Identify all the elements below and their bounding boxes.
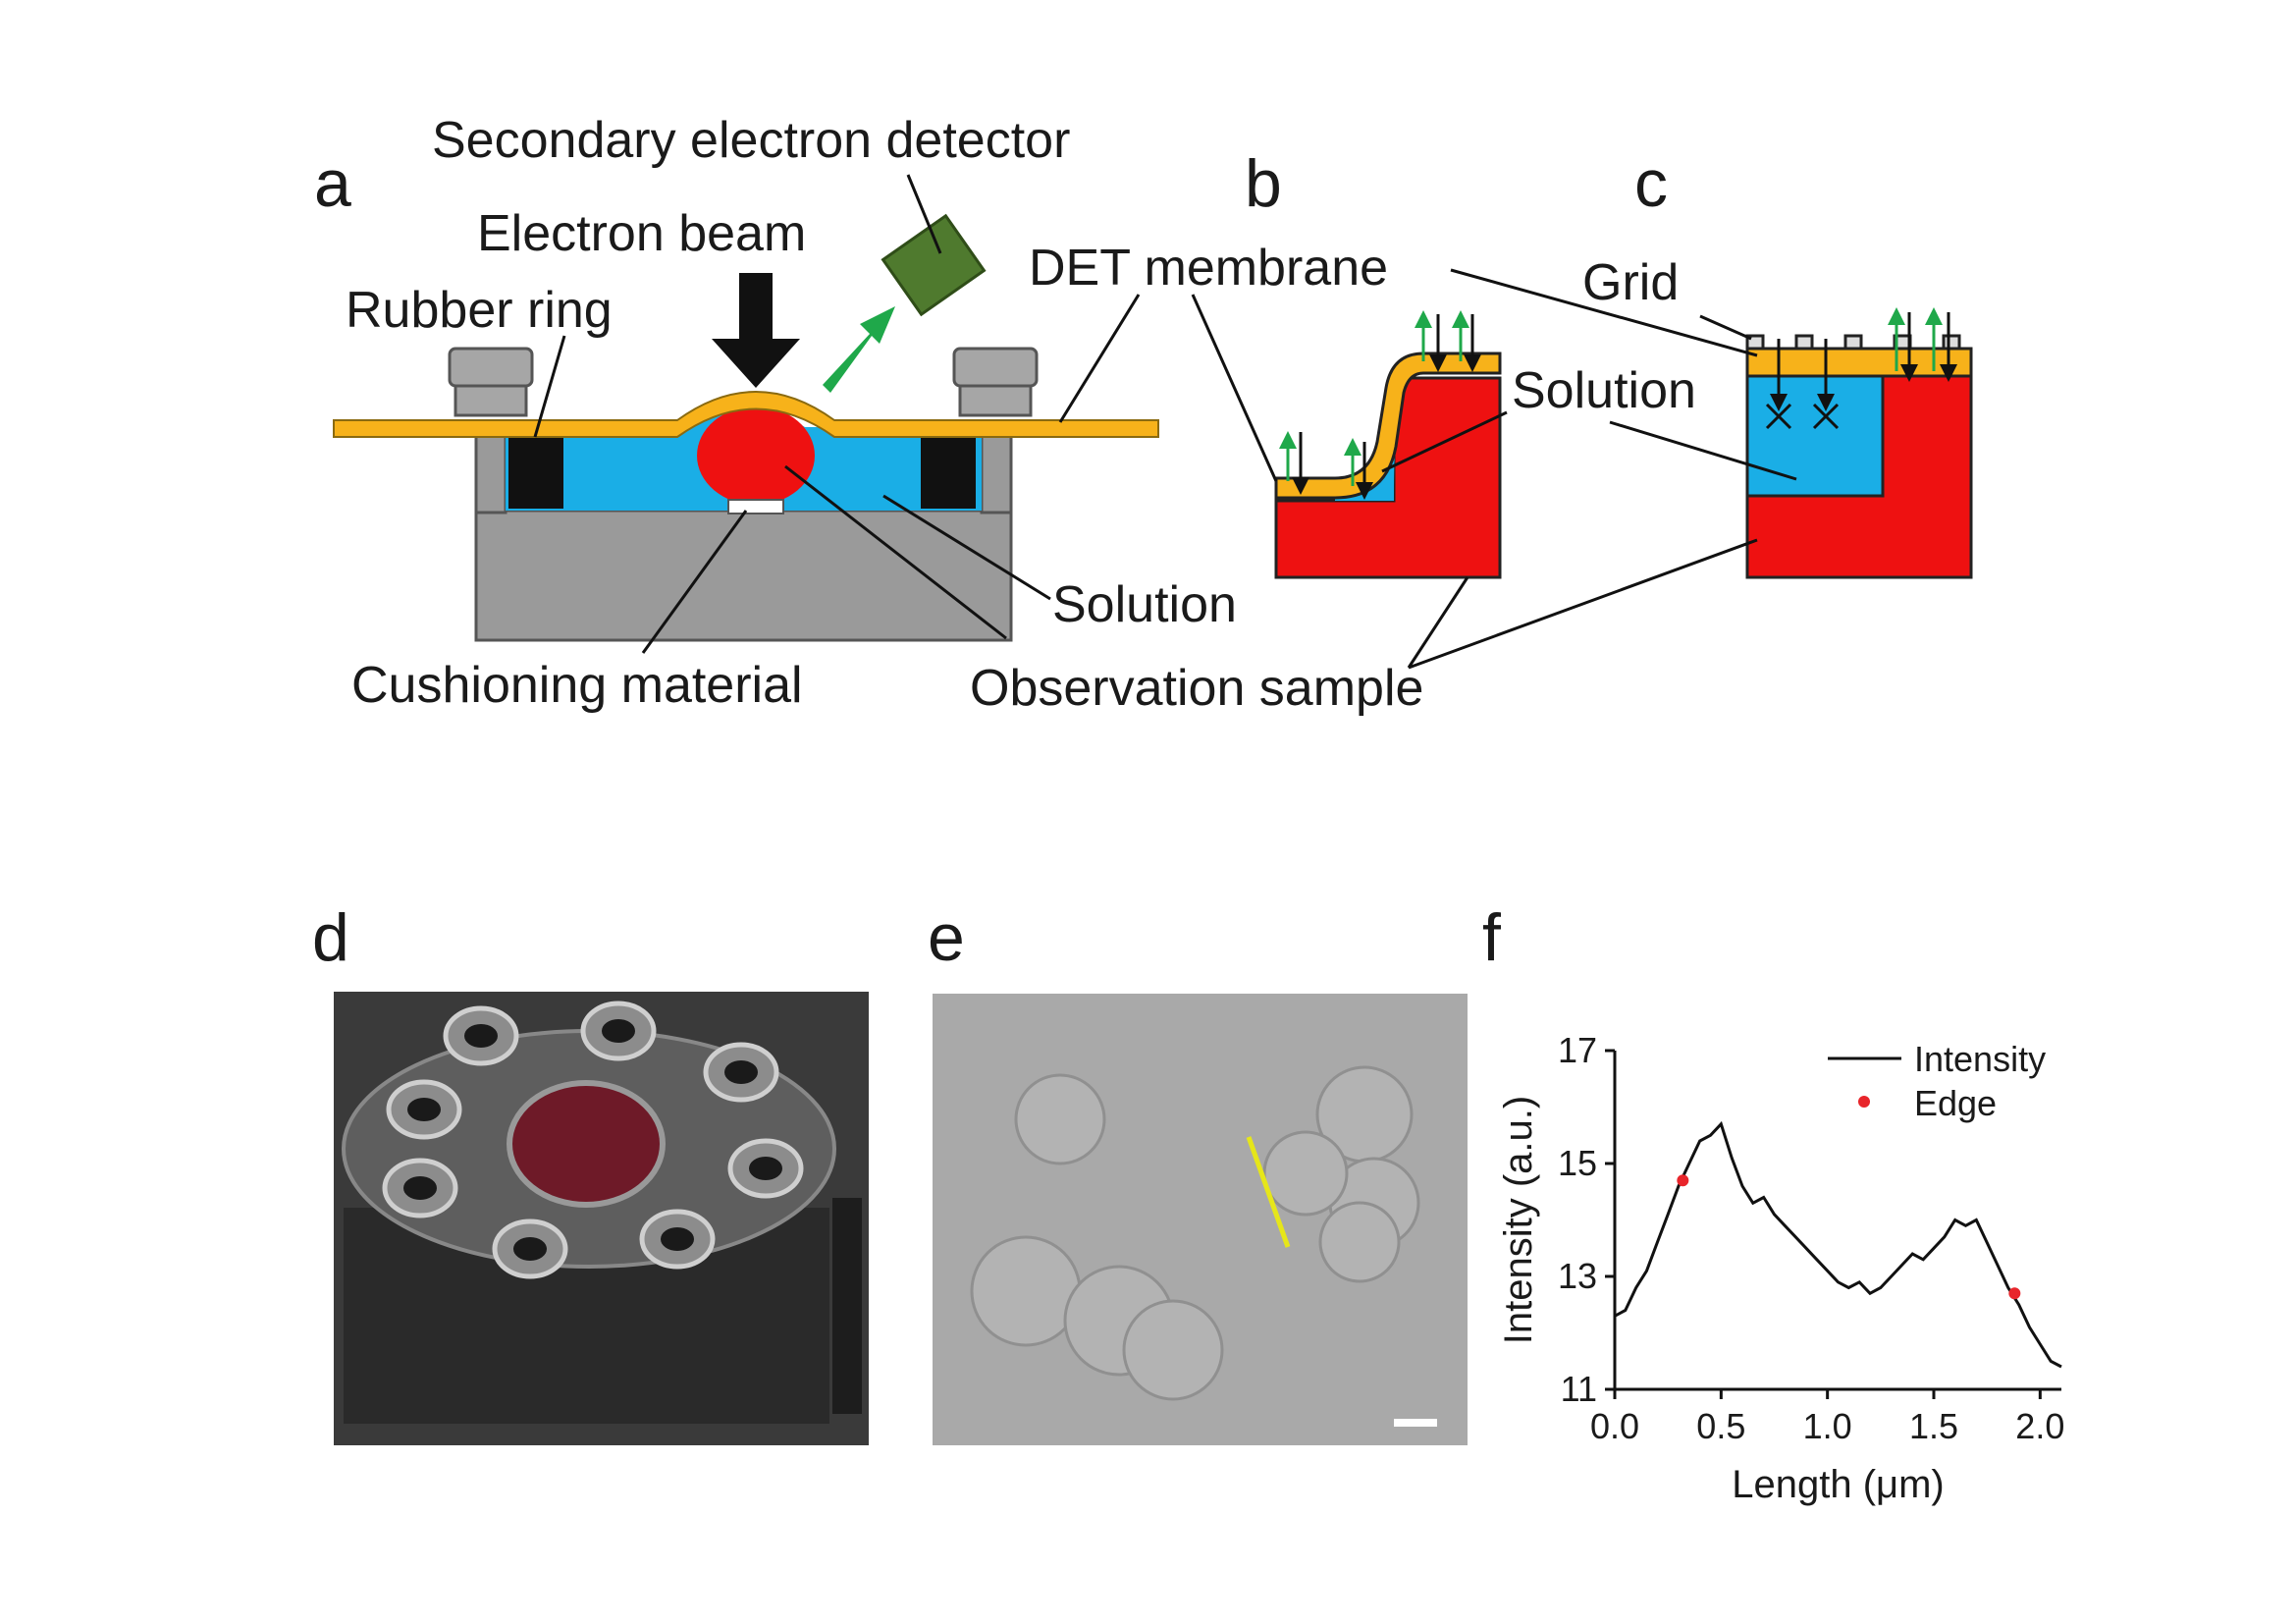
leader-sample-a [784,464,1007,640]
panel-a: a [314,112,1423,717]
y-tick-label: 13 [1558,1256,1597,1296]
y-tick-label: 15 [1558,1143,1597,1183]
beam-arrows-b [1279,310,1481,500]
panel-letter-e: e [928,900,965,975]
series-intensity-line [1614,1120,2062,1369]
panel-letter-c: c [1634,146,1668,221]
label-solution-b: Solution [1512,362,1696,419]
x-tick-label: 1.5 [1909,1406,1958,1446]
legend-edge-swatch [1858,1096,1870,1108]
blocked-marks [1765,403,1840,430]
rubber-ring-right [921,432,976,509]
edge-point [2008,1287,2021,1300]
label-electron-beam: Electron beam [477,205,806,262]
beam-arrows-c [1770,307,1957,411]
leader-sample-c [1408,538,1758,670]
edge-point [1677,1174,1689,1187]
legend-intensity-label: Intensity [1914,1039,2046,1079]
screw-right [952,347,1039,417]
observation-sample-a [697,406,815,505]
leader-grid [1699,314,1752,341]
label-cushioning: Cushioning material [351,657,803,714]
leader-rubber [533,335,566,438]
x-tick-label: 2.0 [2015,1406,2064,1446]
y-tick-label: 11 [1561,1369,1597,1409]
solution-region-c [1745,374,1885,498]
label-secondary-detector: Secondary electron detector [432,112,1070,169]
sem-line-profile [1246,1136,1291,1248]
leader-solution-a [882,494,1051,601]
leader-membrane-a [1058,294,1141,423]
secondary-electron-detector [881,213,987,317]
label-rubber-ring: Rubber ring [346,282,613,339]
label-det-membrane: DET membrane [1029,240,1388,297]
leader-cushion [641,510,748,654]
screw-holes-photo [403,1019,782,1261]
sem-particles [970,1065,1420,1401]
leader-solution-c [1609,420,1797,481]
panel-letter-a: a [314,146,351,221]
label-grid: Grid [1582,254,1679,311]
panel-c: c Grid [1408,146,1973,670]
label-observation-sample: Observation sample [970,660,1423,717]
x-tick-label: 0.5 [1696,1406,1745,1446]
panel-letter-b: b [1245,146,1282,221]
leader-detector [906,174,942,254]
rubber-ring-left [508,432,563,509]
x-axis-label: Length (μm) [1732,1463,1944,1506]
label-solution-a: Solution [1052,576,1237,633]
screw-left [448,347,534,417]
det-membrane-b [1274,352,1502,500]
det-membrane-a [333,391,1159,438]
center-dome-photo [507,1080,666,1208]
x-tick-label: 1.0 [1803,1406,1852,1446]
panel-d: d [312,900,869,1445]
y-tick-label: 17 [1558,1030,1597,1070]
secondary-electron-arrow [823,306,895,393]
panel-letter-d: d [312,900,349,975]
cushioning-material [727,499,784,514]
det-membrane-c [1745,347,1973,378]
y-axis-label: Intensity (a.u.) [1497,1096,1540,1344]
side-post-photo [832,1198,862,1414]
leader-solution-b [1381,410,1508,473]
leader-membrane-c [1450,268,1758,357]
leader-sample-b [1407,576,1469,669]
legend-edge-label: Edge [1914,1083,1997,1123]
panel-e: e [928,900,1468,1445]
x-tick-label: 0.0 [1590,1406,1639,1446]
scale-bar [1394,1419,1437,1427]
electron-beam-arrow [712,273,800,388]
panel-letter-f: f [1482,900,1501,975]
leader-membrane-b [1191,294,1278,482]
panel-b: b DET membrane Solution [1029,146,1696,669]
holder-base [474,509,1013,642]
